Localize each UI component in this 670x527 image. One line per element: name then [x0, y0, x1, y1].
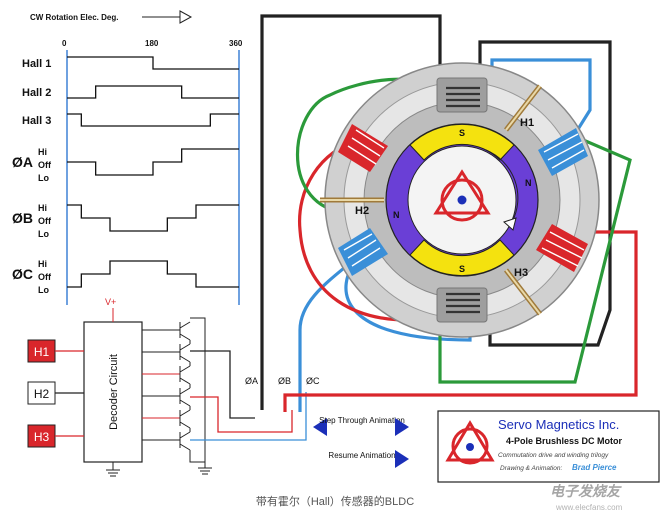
- phase-label-c: ØC: [306, 376, 320, 386]
- level-label: Lo: [38, 285, 49, 295]
- coil-top: [446, 86, 480, 108]
- wire-green: [438, 128, 632, 384]
- decoder-ground-icon: [106, 469, 120, 477]
- hall-sensor-h3: [504, 268, 542, 316]
- tick-180: 180: [145, 39, 159, 48]
- motor: S N S N H1 H2 H3: [320, 62, 600, 338]
- phase-row-label: ØC: [12, 266, 33, 282]
- brand-box: Servo Magnetics Inc. 4-Pole Brushless DC…: [437, 410, 660, 483]
- level-label: Off: [38, 272, 52, 282]
- tick-0: 0: [62, 39, 67, 48]
- phase-row-label: ØA: [12, 154, 33, 170]
- axis-title: CW Rotation Elec. Deg.: [30, 13, 118, 22]
- coil-right-red: [536, 224, 588, 272]
- input-h3[interactable]: H3: [27, 424, 56, 448]
- resume-button[interactable]: Resume Animation: [328, 450, 409, 468]
- rotation-arrow-icon: [503, 217, 517, 231]
- resume-play-icon[interactable]: [395, 450, 409, 468]
- timing-diagram: CW Rotation Elec. Deg. 0 180 360 Hall 1 H…: [12, 10, 243, 305]
- brand-name: Servo Magnetics Inc.: [498, 417, 619, 432]
- level-label: Hi: [38, 203, 47, 213]
- vplus-label: V+: [105, 297, 116, 307]
- coil-left-blue: [338, 228, 388, 276]
- level-label: Off: [38, 216, 52, 226]
- watermark: 电子发烧友 www.elecfans.com: [550, 483, 623, 512]
- phase-waveform: [67, 260, 239, 288]
- row-label: Hall 1: [22, 58, 51, 70]
- brand-product: 4-Pole Brushless DC Motor: [506, 436, 623, 446]
- decoder-outputs: [142, 329, 180, 441]
- servo-logo-icon: [433, 169, 491, 222]
- input-h2[interactable]: H2: [27, 381, 56, 405]
- row-label: Hall 3: [22, 115, 51, 127]
- brand-frame: [437, 410, 660, 483]
- hall-waveform: [67, 85, 239, 99]
- level-label: Hi: [38, 147, 47, 157]
- hall-label-h1: H1: [520, 117, 534, 129]
- coil-right-blue: [538, 128, 588, 176]
- level-label: Hi: [38, 259, 47, 269]
- pole-label-top: S: [459, 128, 465, 138]
- phase-waveform: [67, 148, 239, 176]
- phase-output-wires: [190, 350, 307, 441]
- brand-author: Brad Pierce: [572, 463, 617, 472]
- pole-label-left: N: [393, 210, 400, 220]
- hall-label-h3: H3: [514, 267, 528, 279]
- step-forward-icon[interactable]: [395, 418, 409, 436]
- level-label: Lo: [38, 229, 49, 239]
- hall-sensor-h1: [504, 84, 542, 132]
- wire-a-return: [478, 40, 612, 347]
- row-label: Hall 2: [22, 87, 51, 99]
- phase-label-b: ØB: [278, 376, 291, 386]
- input-h2-label: H2: [34, 387, 50, 401]
- caption: 带有霍尔（Hall）传感器的BLDC: [256, 494, 414, 508]
- brand-line1: Commutation drive and winding trilogy: [498, 452, 609, 459]
- pole-label-right: N: [525, 178, 532, 188]
- phase-label-a: ØA: [245, 376, 258, 386]
- decoder-box: [83, 321, 143, 463]
- pole-label-bottom: S: [459, 264, 465, 274]
- coil-bottom: [446, 292, 480, 314]
- coil-left-red: [338, 124, 388, 172]
- level-label: Lo: [38, 173, 49, 183]
- rotor-pole-bottom: [409, 239, 515, 277]
- decoder-label: Decoder Circuit: [108, 354, 120, 430]
- step-back-icon[interactable]: [313, 418, 327, 436]
- rotor-pole-top: [409, 123, 515, 161]
- wire-phase-b: [283, 230, 638, 412]
- wire-b-loop: [297, 138, 441, 322]
- input-h1-label: H1: [34, 345, 50, 359]
- wire-phase-a: [260, 14, 442, 410]
- resume-label: Resume Animation: [328, 451, 395, 460]
- input-h1[interactable]: H1: [27, 339, 56, 363]
- tick-360: 360: [229, 39, 243, 48]
- phase-waveform: [67, 204, 239, 232]
- phase-row-label: ØB: [12, 210, 33, 226]
- step-label: Step Through Animation: [319, 416, 405, 425]
- watermark-text: 电子发烧友: [550, 483, 622, 499]
- level-label: Off: [38, 160, 52, 170]
- step-through-button[interactable]: Step Through Animation: [313, 416, 409, 436]
- decoder-circuit: Decoder Circuit V+ H1 H2 H3: [27, 297, 320, 477]
- transistor-bridge: [179, 317, 212, 475]
- input-h3-label: H3: [34, 430, 50, 444]
- hall-label-h2: H2: [355, 205, 369, 217]
- hall-waveform: [67, 56, 239, 70]
- brand-line2: Drawing & Animation:: [500, 465, 562, 472]
- watermark-url: www.elecfans.com: [555, 503, 623, 512]
- brand-logo-icon: [445, 420, 495, 465]
- axis-arrow-head: [179, 10, 193, 24]
- rotation-arc: [485, 149, 519, 223]
- hall-waveform: [67, 113, 239, 127]
